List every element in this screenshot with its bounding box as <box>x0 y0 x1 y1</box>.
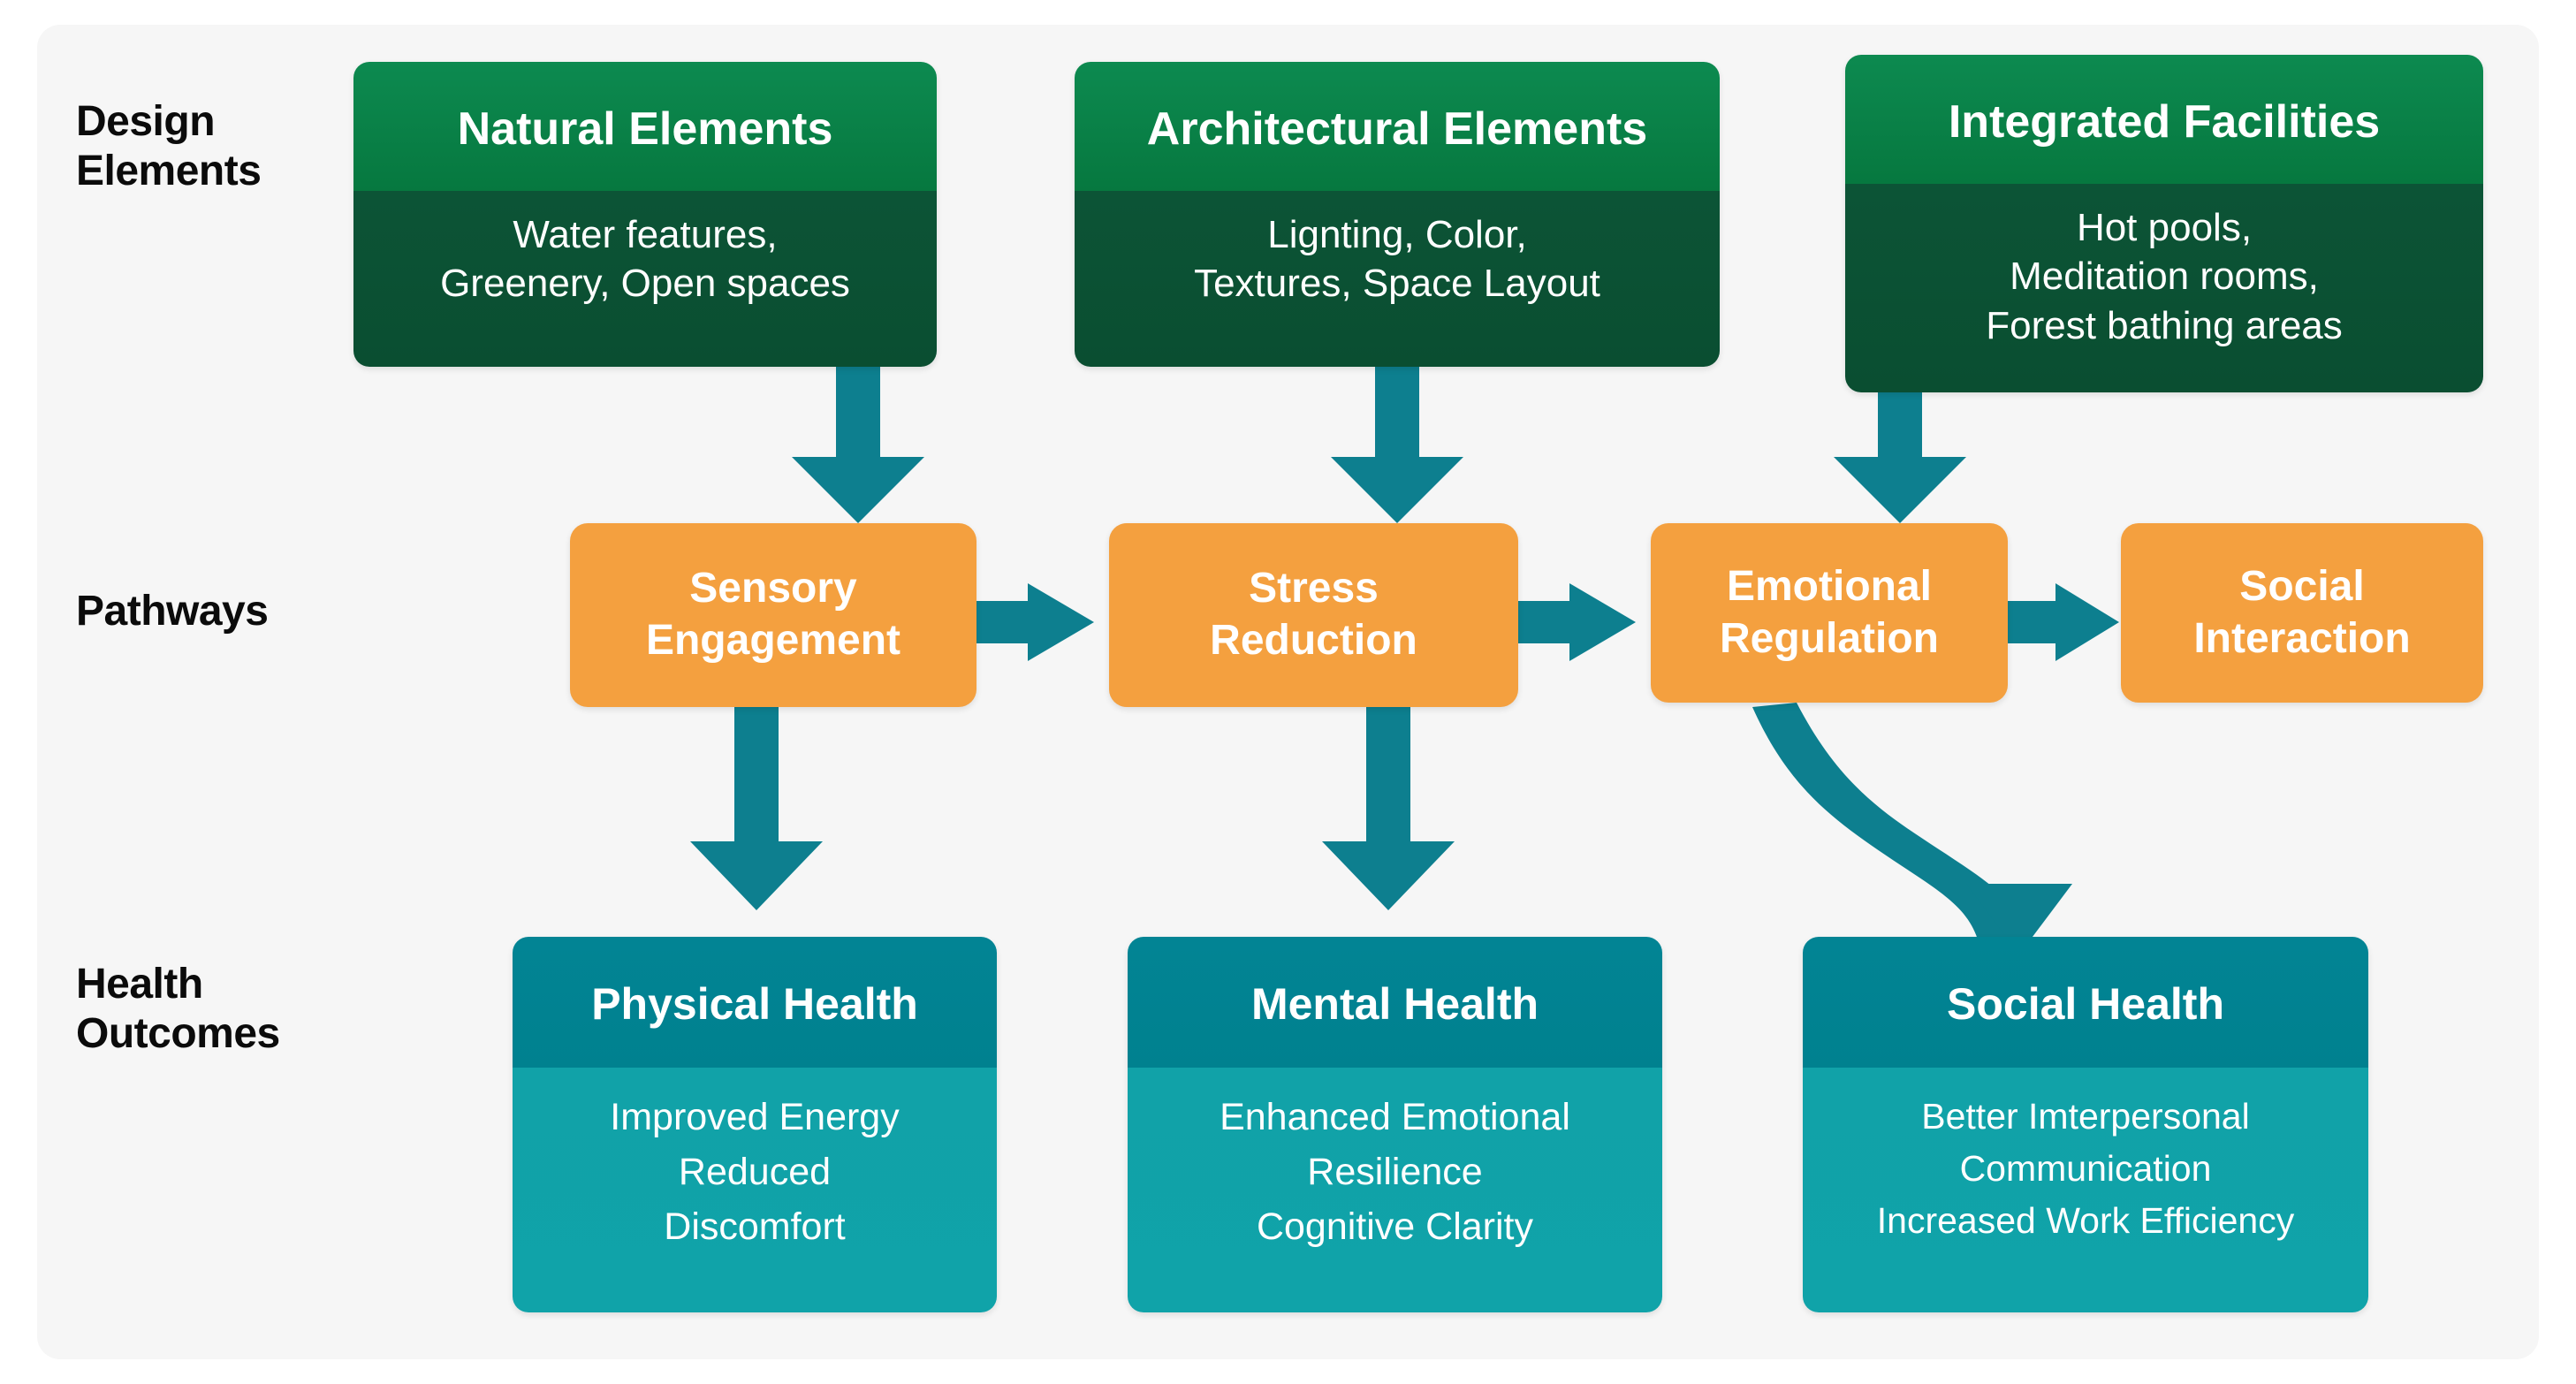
arrow-emotional-to-social-health <box>1752 703 2072 954</box>
node-social-interaction-label: Social Interaction <box>2193 562 2411 662</box>
node-physical-health-title: Physical Health <box>513 937 997 1068</box>
node-physical-health-items: Improved Energy Reduced Discomfort <box>513 1068 997 1312</box>
node-natural-elements-items: Water features, Greenery, Open spaces <box>353 191 937 367</box>
arrow-natural-to-sensory <box>792 367 924 523</box>
node-social-interaction[interactable]: Social Interaction <box>2121 523 2483 703</box>
node-integrated-facilities-items: Hot pools, Meditation rooms, Forest bath… <box>1845 184 2483 392</box>
arrow-stress-to-emotional <box>1518 583 1636 661</box>
node-emotional-regulation[interactable]: Emotional Regulation <box>1651 523 2008 703</box>
node-sensory-engagement[interactable]: Sensory Engagement <box>570 523 976 707</box>
node-mental-health-title: Mental Health <box>1128 937 1662 1068</box>
node-natural-elements[interactable]: Natural Elements Water features, Greener… <box>353 62 937 367</box>
node-mental-health-items: Enhanced Emotional Resilience Cognitive … <box>1128 1068 1662 1312</box>
node-stress-reduction[interactable]: Stress Reduction <box>1109 523 1518 707</box>
node-physical-health[interactable]: Physical Health Improved Energy Reduced … <box>513 937 997 1312</box>
arrow-stress-to-mental <box>1322 707 1455 910</box>
node-mental-health[interactable]: Mental Health Enhanced Emotional Resilie… <box>1128 937 1662 1312</box>
node-architectural-elements-items: Lignting, Color, Textures, Space Layout <box>1075 191 1720 367</box>
node-social-health-title: Social Health <box>1803 937 2368 1068</box>
row-label-design-elements: Design Elements <box>76 98 262 194</box>
node-emotional-regulation-label: Emotional Regulation <box>1720 562 1939 662</box>
node-sensory-engagement-label: Sensory Engagement <box>645 565 901 664</box>
arrow-emotional-to-social <box>2008 583 2119 661</box>
node-architectural-elements[interactable]: Architectural Elements Lignting, Color, … <box>1075 62 1720 367</box>
row-label-health-outcomes: Health Outcomes <box>76 961 280 1057</box>
node-integrated-facilities[interactable]: Integrated Facilities Hot pools, Meditat… <box>1845 55 2483 392</box>
node-social-health[interactable]: Social Health Better Imterpersonal Commu… <box>1803 937 2368 1312</box>
node-social-health-items: Better Imterpersonal Communication Incre… <box>1803 1068 2368 1312</box>
node-natural-elements-title: Natural Elements <box>353 62 937 191</box>
node-integrated-facilities-title: Integrated Facilities <box>1845 55 2483 184</box>
arrow-architectural-to-stress <box>1331 367 1463 523</box>
row-label-pathways: Pathways <box>76 588 269 635</box>
node-architectural-elements-title: Architectural Elements <box>1075 62 1720 191</box>
arrow-sensory-to-stress <box>976 583 1094 661</box>
arrow-sensory-to-physical <box>690 707 823 910</box>
node-stress-reduction-label: Stress Reduction <box>1210 565 1417 664</box>
